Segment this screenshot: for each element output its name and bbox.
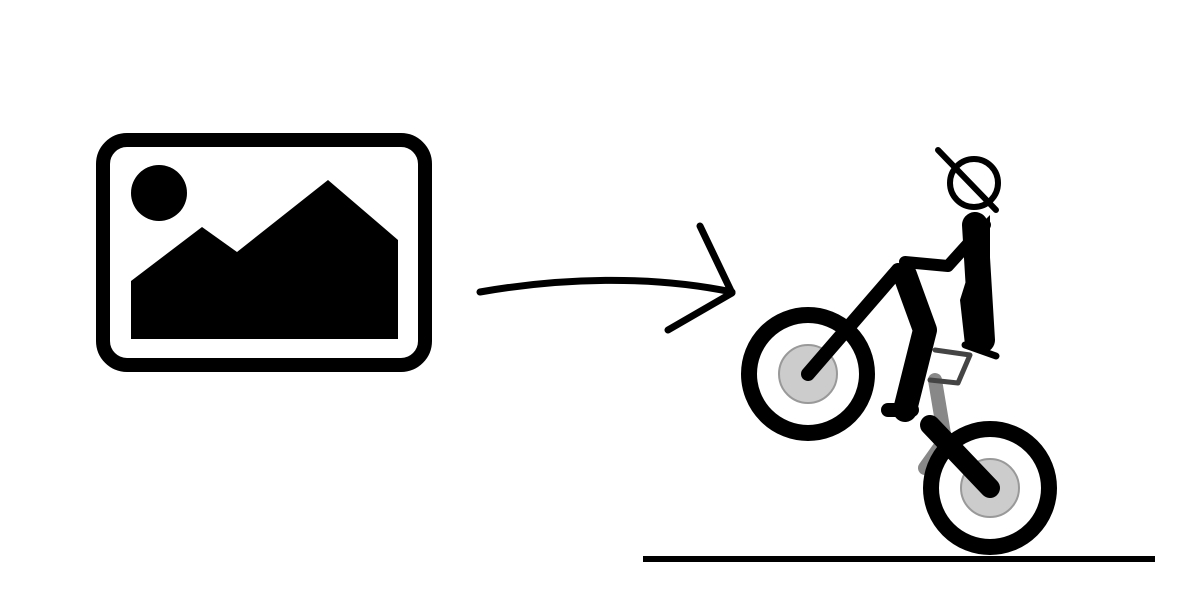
trials-bike-rider-icon — [741, 147, 1057, 555]
rider-front-leg — [893, 263, 937, 422]
arrow-right-icon — [476, 222, 736, 334]
bike-frame — [801, 263, 1000, 498]
mountains-icon — [131, 180, 398, 339]
rider-head-icon — [935, 147, 1001, 213]
sun-icon — [131, 165, 187, 221]
rider-arm — [899, 219, 991, 272]
image-placeholder-icon — [96, 133, 432, 372]
